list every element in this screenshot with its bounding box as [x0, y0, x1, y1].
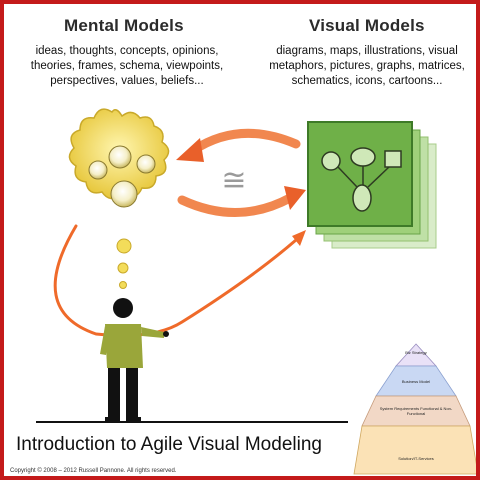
- loop-arrow-icon: [53, 224, 306, 337]
- copyright-notice: Copyright © 2008 – 2012 Russell Pannone.…: [10, 468, 177, 474]
- mental-models-title: Mental Models: [64, 16, 184, 35]
- mental-desc-line: ideas, thoughts, concepts, opinions,: [35, 45, 219, 57]
- pyramid-level-label: System Requirements Functional & Non-Fun…: [379, 406, 453, 416]
- pyramid-level-label: Business Model: [401, 379, 431, 384]
- visual-desc-line: metaphors, pictures, graphs, matrices,: [269, 60, 465, 72]
- mental-desc-line: theories, frames, schema, viewpoints,: [30, 60, 224, 72]
- person-presenting-icon: [100, 298, 169, 422]
- mental-models-description: ideas, thoughts, concepts, opinions, the…: [4, 44, 250, 89]
- visual-desc-line: schematics, icons, cartoons...: [291, 75, 443, 87]
- slide-caption: Introduction to Agile Visual Modeling: [16, 434, 322, 455]
- arrow-to-mental-models-icon: [176, 128, 301, 162]
- layer-pyramid-icon: [353, 343, 476, 475]
- mental-visual-diagram: ≅: [36, 108, 476, 475]
- pyramid-level-label: Biz Strategy: [405, 350, 427, 355]
- visual-model-card-stack-icon: [307, 121, 437, 249]
- visual-models-description: diagrams, maps, illustrations, visual me…: [254, 44, 476, 89]
- pyramid-level-label: Solution/IT-Services: [398, 456, 434, 461]
- thought-cloud-icon: [68, 108, 170, 289]
- visual-desc-line: diagrams, maps, illustrations, visual: [276, 45, 458, 57]
- visual-models-title: Visual Models: [309, 16, 425, 35]
- mental-desc-line: perspectives, values, beliefs...: [50, 75, 204, 87]
- arrow-to-visual-models-icon: [177, 186, 306, 217]
- approx-equal-symbol: ≅: [221, 163, 246, 198]
